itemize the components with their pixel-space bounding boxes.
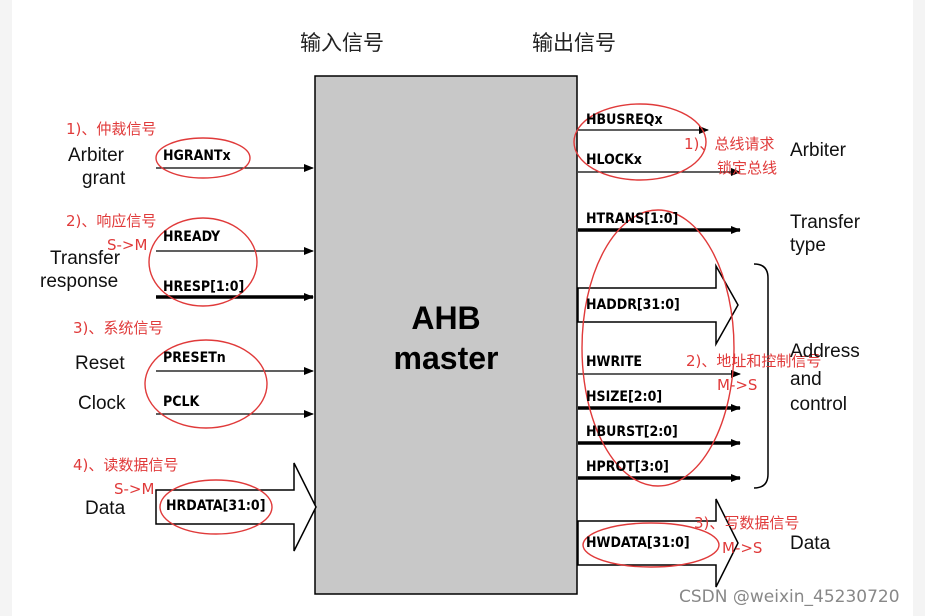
response-ellipse [148,217,258,307]
hrdata-bus-arrow [155,462,317,552]
address-control-direction: M->S [717,376,758,394]
read-data-direction: S->M [114,480,155,498]
arbitration-note: 1)、仲裁信号 [66,120,157,138]
hgrantx-label: HGRANTx [163,148,231,164]
arbiter-grant-label-2: grant [82,168,126,189]
pclk-label: PCLK [163,394,200,410]
hgrantx-ellipse [155,137,251,179]
ahb-master-block [314,75,578,595]
hrdata-label: HRDATA[31:0] [166,498,266,514]
bus-lock-note: 锁定总线 [717,159,778,177]
input-signals-title: 输入信号 [300,31,384,55]
write-data-note: 3)、写数据信号 [694,514,800,532]
hwdata-label: HWDATA[31:0] [586,535,690,551]
hresp-label: HRESP[1:0] [163,279,245,295]
and-label: and [790,369,822,390]
hlockx-label: HLOCKx [586,152,642,168]
write-data-label: Data [790,533,831,554]
hprot-label: HPROT[3:0] [586,459,669,475]
transfer-response-label-2: response [40,271,119,292]
clock-label: Clock [78,393,126,414]
read-data-note: 4)、读数据信号 [73,456,179,474]
reset-label: Reset [75,353,125,374]
address-control-note: 2)、地址和控制信号 [686,352,822,370]
core-title-line1: AHB [411,300,481,336]
haddr-bus-arrow [577,263,739,347]
arbiter-grant-label-1: Arbiter [68,145,124,166]
haddr-label: HADDR[31:0] [586,297,680,313]
response-note: 2)、响应信号 [66,212,157,230]
system-ellipse [144,339,268,429]
presetn-label: PRESETn [163,350,226,366]
control-label: control [790,394,848,415]
hwdata-ellipse [582,522,720,568]
htrans-label: HTRANS[1:0] [586,211,679,227]
top-strip [12,0,913,10]
system-note: 3)、系统信号 [73,319,164,337]
response-direction: S->M [107,236,148,254]
address-control-brace [753,263,769,489]
hsize-label: HSIZE[2:0] [586,389,663,405]
watermark: CSDN @weixin_45230720 [679,587,900,607]
read-data-label: Data [85,498,126,519]
hburst-label: HBURST[2:0] [586,424,678,440]
bus-request-note: 1)、总线请求 [684,135,775,153]
arbiter-out-ellipse [573,103,707,181]
transfer-type-label-2: type [790,235,826,256]
hbusreqx-label: HBUSREQx [586,112,663,128]
arbiter-out-label: Arbiter [790,140,846,161]
hwrite-label: HWRITE [586,354,643,370]
hready-label: HREADY [163,229,221,245]
output-signals-title: 输出信号 [532,31,616,55]
hrdata-ellipse [159,479,273,535]
address-label: Address [790,341,860,362]
transfer-response-label-1: Transfer [50,248,121,269]
core-title-line2: master [393,340,499,376]
address-control-ellipse [581,209,735,487]
write-data-direction: M->S [722,539,763,557]
transfer-type-label-1: Transfer [790,212,861,233]
